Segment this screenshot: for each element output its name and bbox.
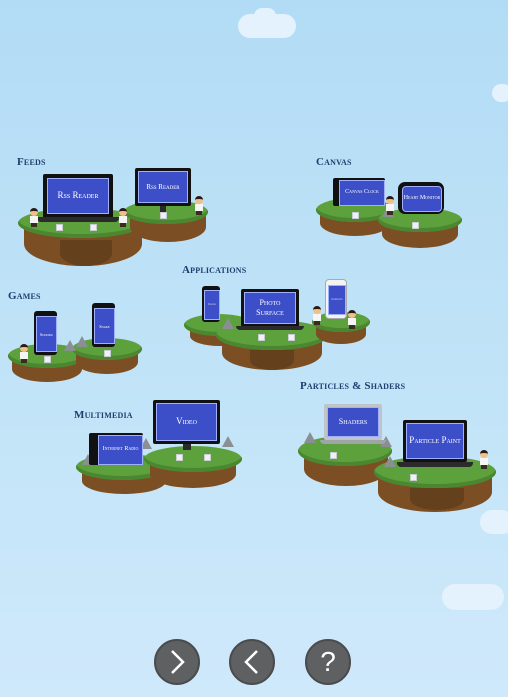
phone-snake[interactable]: Snake [92,303,115,347]
laptop-photo-surface[interactable]: Photo Surface [241,289,299,327]
cloud [254,8,276,24]
screen-label: Contacts [328,285,346,315]
laptop-base [397,462,473,467]
phone-sudoku[interactable]: Sudoku [34,311,57,355]
screen-label: Video [156,403,217,441]
group-label-multimedia: Multimedia [74,409,133,421]
pc-internet-radio[interactable]: Internet Radio [89,433,143,465]
laptop-rss-reader[interactable]: Rss Reader [43,174,113,218]
pc-canvas-clock[interactable]: Canvas Clock [333,178,385,206]
screen-label: Photo Surface [244,292,296,324]
monitor-rss-reader[interactable]: Rss Reader [135,168,191,206]
character [480,450,488,469]
screen-label: Shaders [327,407,379,437]
character [313,306,321,325]
character [348,310,356,329]
screen-label: Snake [94,308,115,344]
monitor-shaders[interactable]: Shaders [324,404,382,440]
group-label-feeds: Feeds [17,156,46,168]
character [386,196,394,215]
help-label: ? [320,646,336,677]
screen-label: Rss Reader [138,171,188,203]
cloud [492,84,508,102]
character [20,344,28,363]
group-label-canvas: Canvas [316,156,352,168]
monitor-base [320,440,386,444]
screen-label: Rss Reader [47,178,109,214]
device-heart-monitor[interactable]: Heart Monitor [398,182,444,214]
cloud [480,510,508,534]
character [195,196,203,215]
screen-label: Internet Radio [98,435,143,465]
group-label-applications: Applications [182,264,247,276]
screen-label: Heart Monitor [402,186,442,212]
chevron-right-icon [171,650,185,674]
back-button[interactable] [229,639,275,685]
laptop-base [37,217,119,222]
phone-contacts[interactable]: Contacts [325,279,347,319]
phone-clock[interactable]: Clock [202,286,220,322]
tv-video[interactable]: Video [153,400,220,444]
group-label-particles: Particles & Shaders [300,380,406,392]
next-button[interactable] [154,639,200,685]
help-button[interactable]: ? [305,639,351,685]
character [30,208,38,227]
screen-label: Sudoku [36,316,57,352]
character [119,208,127,227]
laptop-particle-paint[interactable]: Particle Paint [403,420,467,462]
group-label-games: Games [8,290,41,302]
screen-label: Particle Paint [406,423,464,459]
chevron-left-icon [244,650,258,674]
tv-stand [183,444,191,450]
cloud [442,584,504,610]
screen-label: Clock [204,290,220,320]
laptop-base [236,326,304,330]
monitor-stand [160,206,166,212]
screen-label: Canvas Clock [339,180,385,206]
